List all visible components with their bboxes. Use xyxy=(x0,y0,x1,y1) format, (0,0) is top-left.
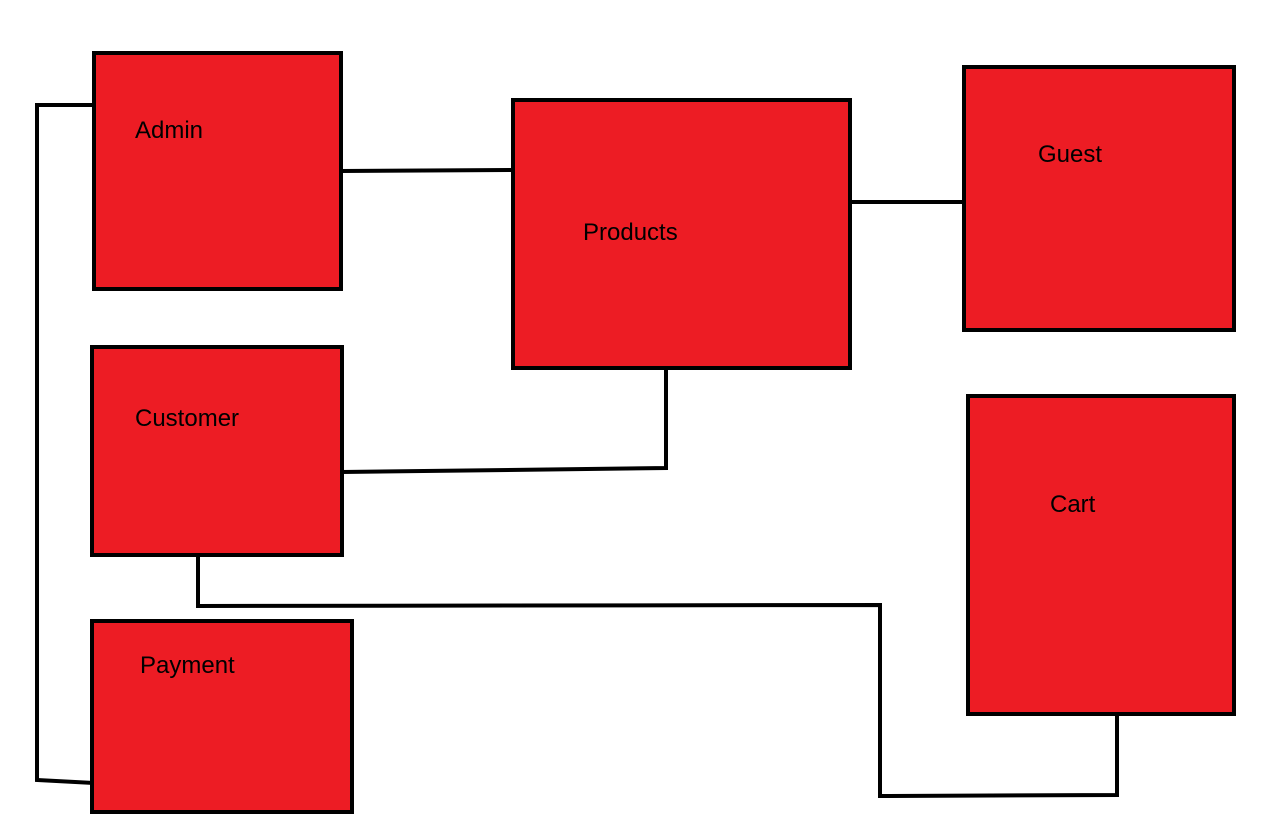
connector-admin-payment xyxy=(35,103,95,785)
customer-box: Customer xyxy=(90,345,344,557)
payment-label: Payment xyxy=(140,652,235,679)
admin-label: Admin xyxy=(135,117,204,144)
cart-label: Cart xyxy=(1050,491,1096,518)
customer-label: Customer xyxy=(135,405,240,432)
guest-label: Guest xyxy=(1038,141,1103,168)
payment-box: Payment xyxy=(90,619,354,814)
products-box: Products xyxy=(511,98,852,370)
connector-customer-products xyxy=(341,368,668,474)
connector-admin-products xyxy=(340,168,514,173)
products-label: Products xyxy=(583,219,678,246)
cart-box: Cart xyxy=(966,394,1236,716)
guest-box: Guest xyxy=(962,65,1236,332)
admin-box: Admin xyxy=(92,51,343,291)
connector-customer-cart xyxy=(196,555,1119,799)
